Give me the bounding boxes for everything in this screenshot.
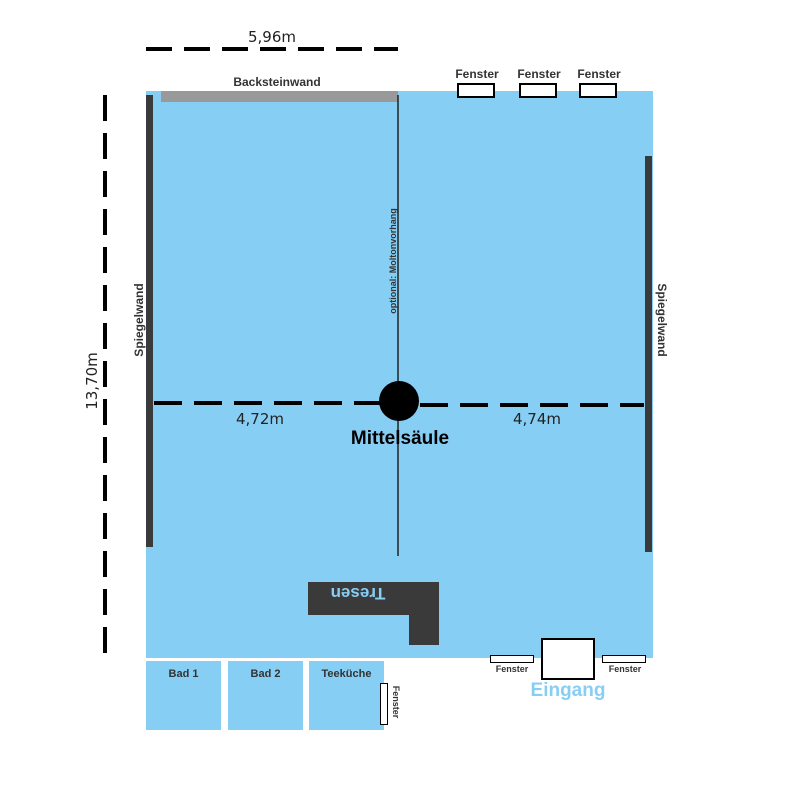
- window-kitchen: [380, 683, 388, 725]
- window-top-3-label: Fenster: [577, 67, 621, 81]
- window-kitchen-label: Fenster: [391, 685, 401, 719]
- brick-wall: [161, 91, 398, 102]
- brick-wall-label: Backsteinwand: [233, 75, 321, 89]
- entrance-label: Eingang: [530, 680, 606, 701]
- window-top-3: [579, 83, 617, 98]
- window-top-2-label: Fenster: [517, 67, 561, 81]
- bath-2-label: Bad 2: [250, 668, 281, 680]
- bath-1-label: Bad 1: [168, 668, 199, 680]
- entrance-door: [541, 638, 595, 680]
- mirror-wall-left: [146, 95, 153, 547]
- tea-kitchen: [309, 661, 384, 730]
- window-top-2: [519, 83, 557, 98]
- bath-1: [146, 661, 221, 730]
- window-entrance-left: [490, 655, 534, 663]
- main-room: [146, 91, 653, 658]
- tea-kitchen-label: Teeküche: [321, 668, 372, 680]
- column-label: Mittelsäule: [350, 428, 450, 449]
- dimension-width: 5,96m: [248, 28, 297, 46]
- dimension-left-half: 4,72m: [236, 410, 285, 428]
- mirror-wall-right: [645, 156, 652, 552]
- dimension-right-half: 4,74m: [513, 410, 562, 428]
- bath-2: [228, 661, 303, 730]
- counter-label: Tresen: [330, 584, 386, 603]
- window-entrance-left-label: Fenster: [495, 664, 529, 674]
- window-top-1-label: Fenster: [455, 67, 499, 81]
- window-entrance-right: [602, 655, 646, 663]
- window-entrance-right-label: Fenster: [608, 664, 642, 674]
- window-top-1: [457, 83, 495, 98]
